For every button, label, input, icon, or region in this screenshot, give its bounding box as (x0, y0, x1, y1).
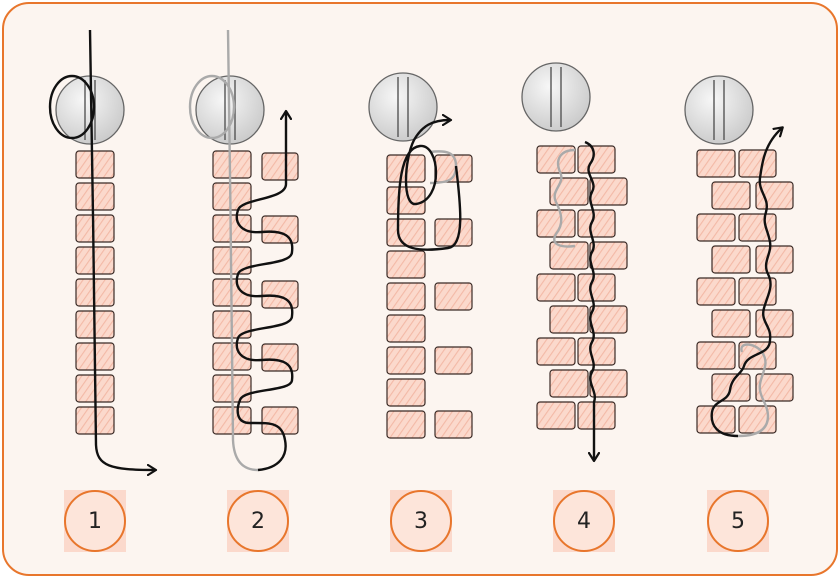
step-number-5: 5 (707, 490, 769, 552)
step-badge-5: 5 (707, 490, 769, 552)
bead-column (75, 150, 115, 435)
bead-column-right (738, 149, 794, 434)
bead-column-right (577, 145, 628, 430)
thread-secondary (737, 343, 770, 438)
thread-secondary (553, 148, 576, 248)
step-badge-4: 4 (553, 490, 615, 552)
step-3-illustration (368, 72, 473, 439)
step-number-2: 2 (227, 490, 289, 552)
bead-column-left (386, 154, 426, 439)
bead-column-left (536, 145, 589, 430)
bead-column-right (434, 154, 473, 439)
button-bead-icon (368, 72, 438, 142)
thread-arrow-icon (710, 128, 782, 438)
step-2-illustration (188, 29, 299, 472)
step-number-1: 1 (64, 490, 126, 552)
thread-arrow-icon (88, 29, 155, 470)
step-badge-2: 2 (227, 490, 289, 552)
step-5-illustration (684, 75, 794, 438)
thread-arrow-icon (235, 112, 294, 472)
step-1-illustration (48, 29, 155, 470)
step-number-3: 3 (390, 490, 452, 552)
thread-arrow-icon (396, 120, 462, 251)
thread-loop (48, 74, 96, 140)
step-4-illustration (521, 62, 628, 460)
thread-loop (188, 74, 236, 140)
step-badge-3: 3 (390, 490, 452, 552)
bead-column-right (261, 152, 299, 435)
button-bead-icon (521, 62, 591, 132)
button-bead-icon (684, 75, 754, 145)
step-badge-1: 1 (64, 490, 126, 552)
thread-secondary (226, 29, 259, 472)
thread-arrow-icon (584, 140, 595, 460)
bead-column-left (696, 149, 751, 434)
step-number-4: 4 (553, 490, 615, 552)
